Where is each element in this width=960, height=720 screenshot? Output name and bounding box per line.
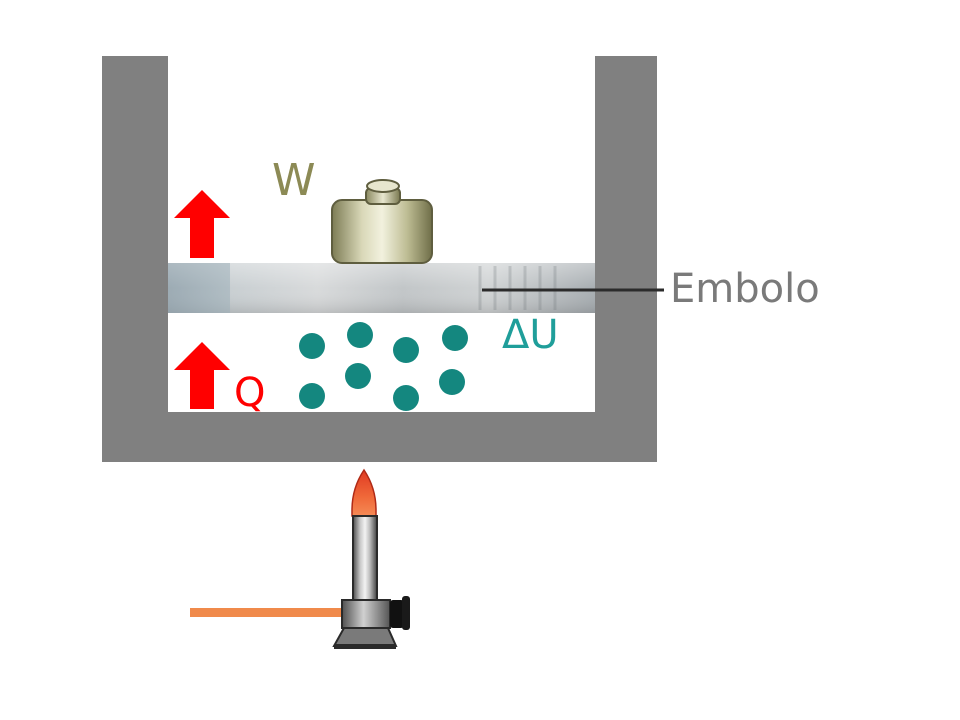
arrow-up-icon <box>174 190 230 258</box>
gas-particle <box>442 325 468 351</box>
gas-particle <box>345 363 371 389</box>
work-label: W <box>272 155 316 206</box>
arrow-up-icon <box>174 342 230 409</box>
gas-particle <box>299 383 325 409</box>
cylinder <box>102 56 657 462</box>
gas-hose <box>190 608 342 617</box>
heat-label: Q <box>234 370 265 416</box>
gas-particles <box>299 322 468 411</box>
gas-particle <box>393 385 419 411</box>
flame-icon <box>351 468 377 517</box>
internal-energy-label: ΔU <box>502 312 559 358</box>
valve-knob <box>390 600 404 628</box>
cylinder-right-wall <box>595 56 657 462</box>
gas-particle <box>299 333 325 359</box>
gas-particle <box>393 337 419 363</box>
bunsen-burner-icon <box>190 468 410 649</box>
cylinder-left-wall <box>102 56 168 462</box>
weight-icon <box>331 179 433 264</box>
gas-particle <box>439 369 465 395</box>
piston <box>168 263 595 313</box>
gas-particle <box>347 322 373 348</box>
cylinder-bottom <box>102 412 657 462</box>
piston-label: Embolo <box>670 266 820 312</box>
